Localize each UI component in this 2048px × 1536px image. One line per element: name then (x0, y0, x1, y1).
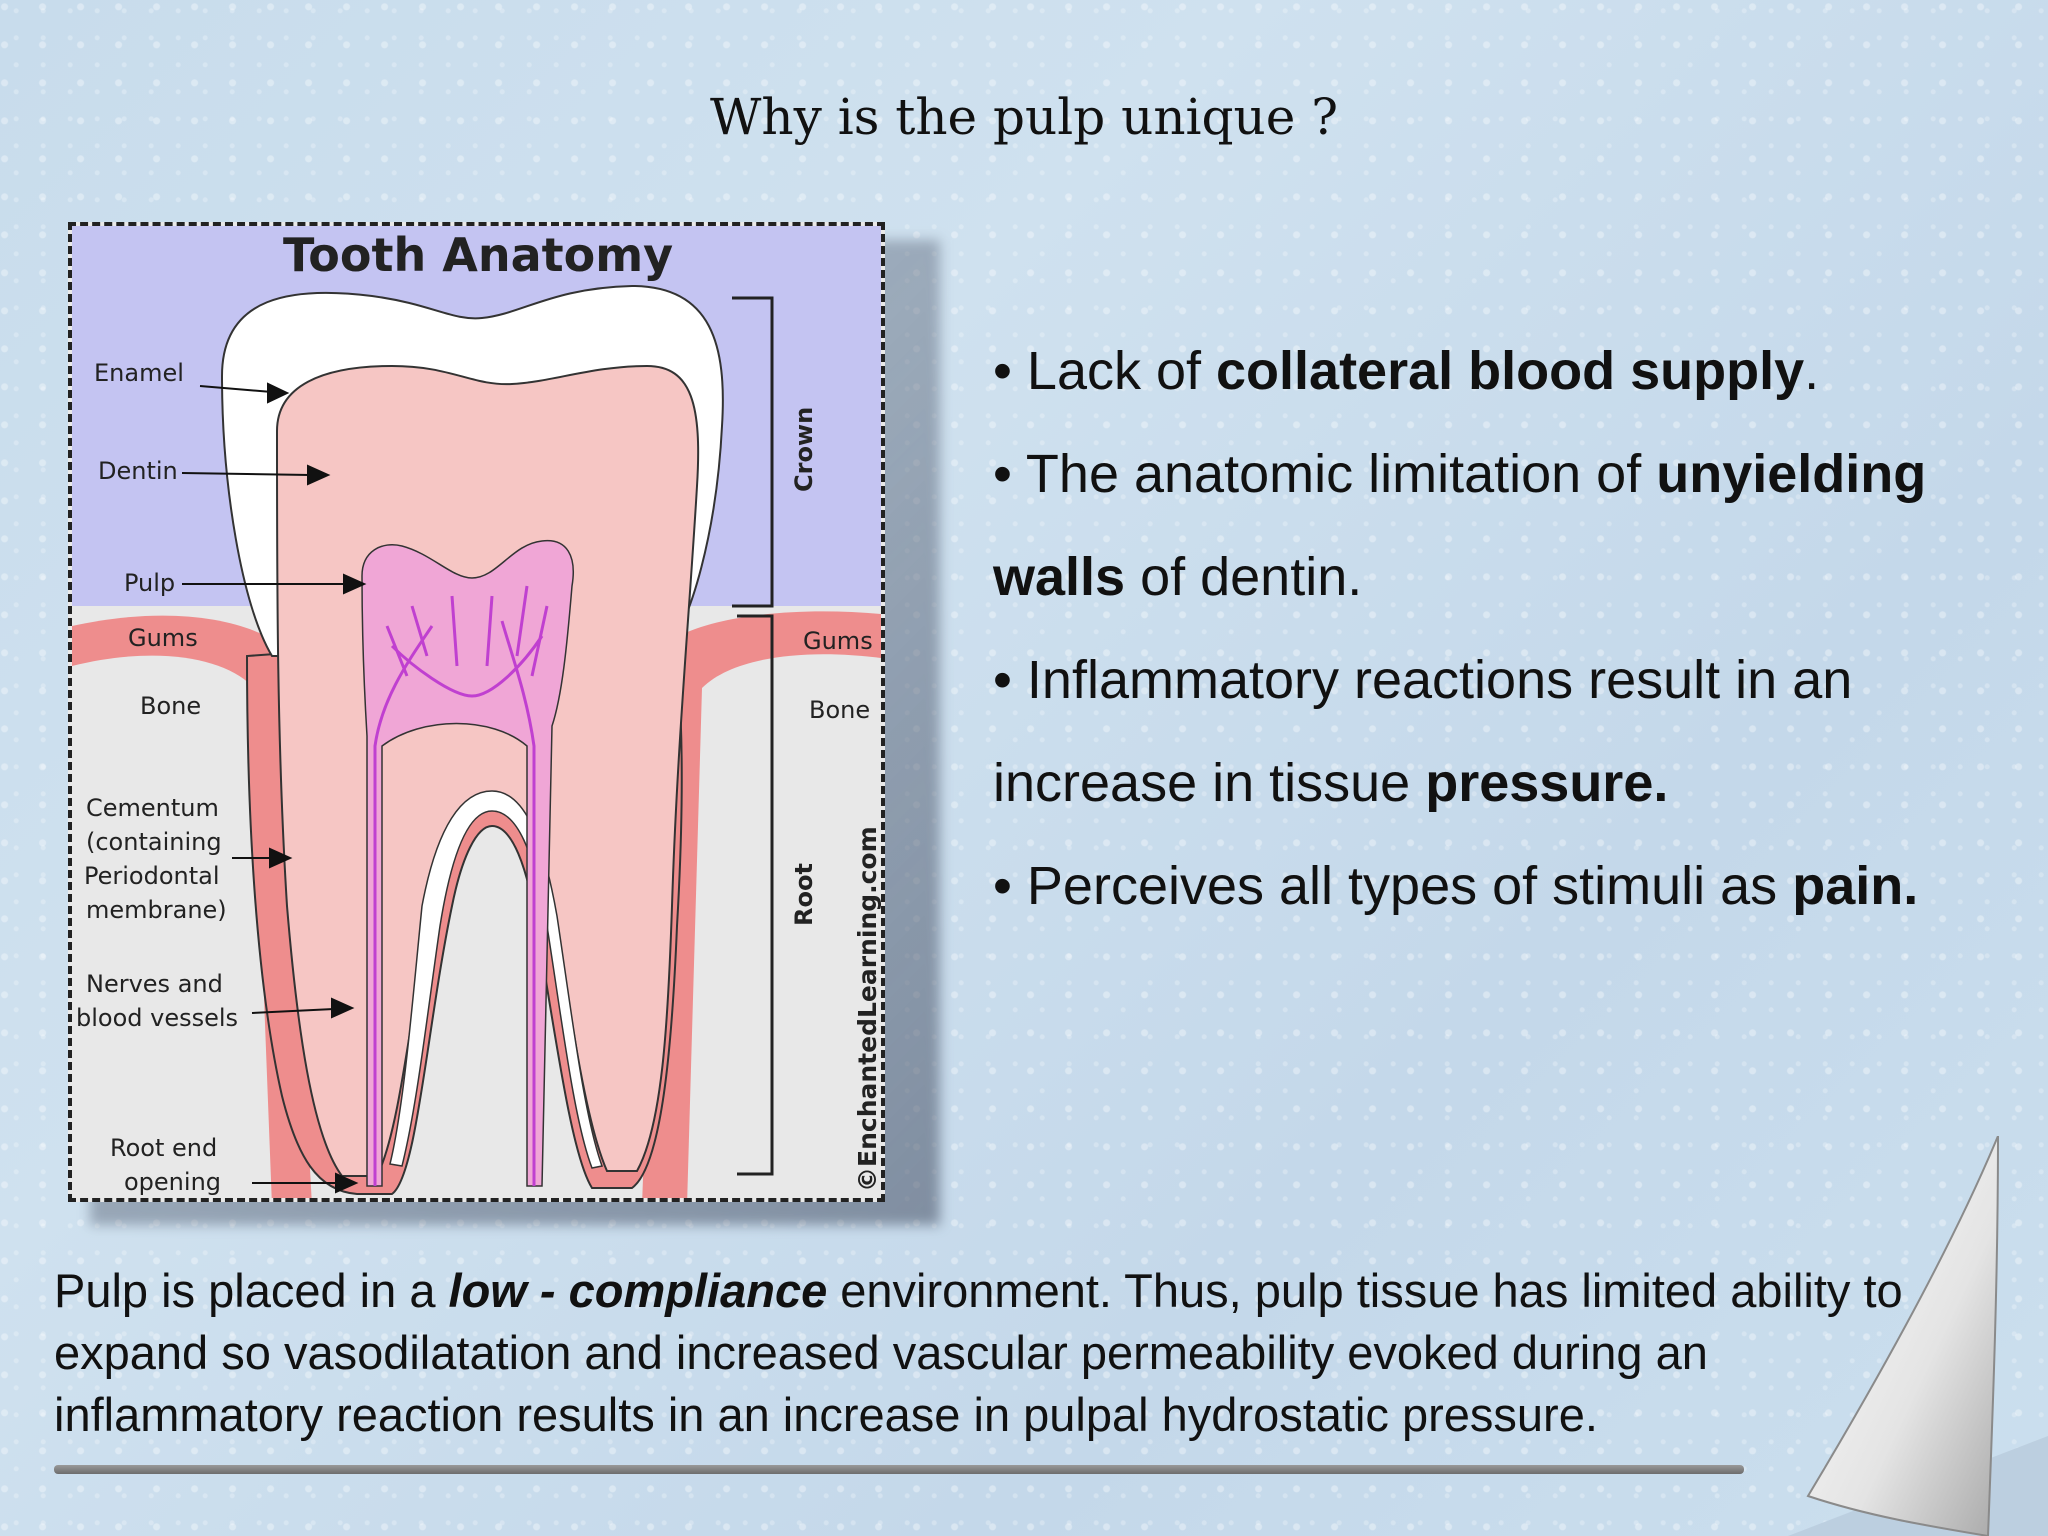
label-gums-left: Gums (128, 624, 198, 652)
label-pulp: Pulp (124, 569, 175, 597)
page-curl-icon (1788, 1136, 2048, 1536)
label-crown: Crown (790, 407, 818, 492)
figure-credit: ©EnchantedLearning.com (853, 826, 881, 1192)
label-gums-right: Gums (803, 627, 873, 655)
root-end-arrow (335, 1172, 359, 1194)
bullet-line: walls of dentin. (993, 547, 1363, 607)
nerves-and-blood-vessels (373, 585, 549, 1186)
bullet-line: • Perceives all types of stimuli as pain… (993, 856, 1919, 916)
bullet-line: • Lack of collateral blood supply. (993, 341, 1820, 401)
pulp (361, 540, 574, 1187)
label-root-end: Root end (110, 1134, 217, 1162)
label-bone-left: Bone (140, 692, 201, 720)
label-enamel: Enamel (94, 359, 184, 387)
label-cementum: Cementum (86, 794, 219, 822)
label-bone-right: Bone (809, 696, 870, 724)
pulp-arrow (343, 573, 367, 595)
label-dentin: Dentin (98, 457, 178, 485)
cementum-arrow (269, 847, 293, 869)
enamel-arrow (267, 382, 290, 404)
label-nerves: Nerves and (86, 970, 223, 998)
bullet-line: • Inflammatory reactions result in an (993, 650, 1853, 710)
figure-heading: Tooth Anatomy (283, 228, 673, 282)
label-nerves-2: blood vessels (76, 1004, 238, 1032)
bullet-line: • The anatomic limitation of unyielding (993, 444, 1927, 504)
dentin-arrow (307, 464, 331, 486)
label-cementum-3: Periodontal (84, 862, 220, 890)
bullet-line: increase in tissue pressure. (993, 753, 1669, 813)
label-root: Root (790, 863, 818, 926)
summary-paragraph: Pulp is placed in a low - compliance env… (54, 1264, 1903, 1441)
bullet-list: • Lack of collateral blood supply. • The… (993, 320, 2013, 938)
emphasis-low-compliance: low - compliance (448, 1264, 828, 1317)
label-cementum-2: (containing (86, 828, 222, 856)
slide-title: Why is the pulp unique ? (709, 88, 1339, 146)
divider-line (54, 1465, 1744, 1474)
label-root-end-2: opening (124, 1168, 221, 1196)
tooth-anatomy-figure: Tooth Anatomy Enamel Dentin Pulp Gums Gu… (68, 222, 885, 1202)
nerves-arrow (331, 997, 355, 1019)
label-cementum-4: membrane) (86, 896, 227, 924)
